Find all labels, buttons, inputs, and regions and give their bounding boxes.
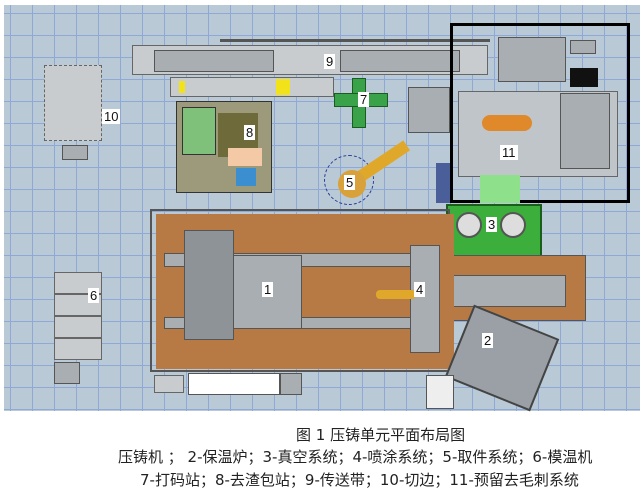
conveyor-trays [340,50,460,72]
label-3: 3 [486,217,498,232]
injection-cylinder [436,275,566,307]
cabinet [408,87,450,133]
pick-robot-circle [324,155,374,205]
label-11: 11 [500,145,518,160]
label-6: 6 [88,288,100,303]
mold-temp-unit [54,338,102,360]
marking-yellow [276,79,290,95]
label-2: 2 [482,333,494,348]
deburr-box [570,40,596,54]
label-1: 1 [262,282,274,297]
deburr-black [570,68,598,87]
trim-press-base [62,145,88,160]
bottom-box [154,375,184,393]
trim-press [44,65,102,141]
label-7: 7 [358,92,370,107]
layout-drawing: 1 2 3 4 5 6 7 8 9 10 11 [4,5,640,412]
reserved-area-frame [450,23,630,203]
bottom-white [426,375,454,409]
label-9: 9 [324,54,336,69]
marking-yellow [179,81,185,93]
marking-rail [170,77,334,97]
label-8: 8 [244,125,256,140]
deburr-table [560,93,610,169]
deburr-green [480,175,520,203]
spray-robot [376,290,416,299]
vacuum-tank [456,212,482,238]
deslag-peach [228,148,262,166]
bottom-white [188,373,280,395]
conveyor-rail [220,39,490,42]
blue-racks [436,163,452,203]
mold-temp-unit [54,316,102,338]
deslag-green [182,107,216,155]
deslag-blue [236,168,256,186]
caption-line-1: 压铸机 ； 2-保温炉；3-真空系统；4-喷涂系统；5-取件系统；6-模温机 [118,448,593,466]
label-4: 4 [414,282,426,297]
conveyor-trays [154,50,274,72]
label-5: 5 [344,175,356,190]
bottom-gray [280,373,302,395]
clamp-unit [184,230,234,340]
deburr-robot [482,115,532,131]
small-box [54,362,80,384]
deburr-press [498,37,566,82]
caption-line-2: 7-打码站；8-去渣包站；9-传送带；10-切边；11-预留去毛刺系统 [140,471,579,489]
label-10: 10 [102,109,121,124]
vacuum-tank [500,212,526,238]
figure-title: 图 1 压铸单元平面布局图 [296,426,466,444]
spray-unit [410,245,440,353]
